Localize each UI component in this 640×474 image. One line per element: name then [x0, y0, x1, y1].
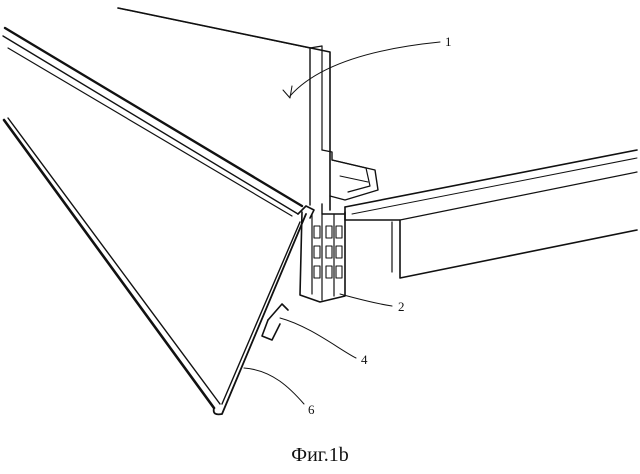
label-holder-front	[3, 28, 314, 414]
callout-leaders	[244, 42, 440, 404]
callout-2: 2	[398, 299, 405, 314]
figure-caption: Фиг.1b	[0, 444, 640, 467]
callout-4: 4	[361, 352, 368, 367]
callout-6: 6	[308, 402, 315, 417]
shelf-board	[345, 150, 637, 278]
callout-1: 1	[445, 34, 452, 49]
clamp-channel	[300, 204, 345, 302]
profile-back-plate	[118, 8, 378, 210]
